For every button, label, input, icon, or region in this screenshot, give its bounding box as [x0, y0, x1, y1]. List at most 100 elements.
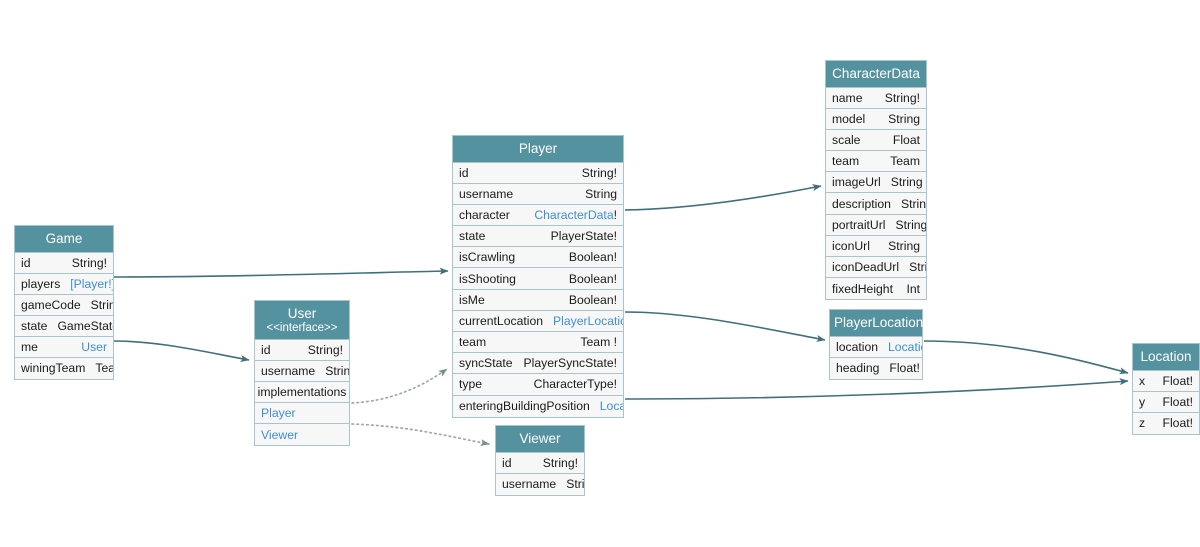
field-row[interactable]: iconUrl String [826, 235, 926, 258]
field-row[interactable]: scale Float [826, 129, 926, 152]
field-type[interactable]: Location! [888, 339, 922, 354]
field-row[interactable]: me User [15, 336, 113, 358]
field-name: isShooting [459, 271, 516, 286]
entity-characterdata-title: CharacterData [826, 61, 926, 88]
field-row[interactable]: id String! [255, 340, 349, 362]
field-type: Int [906, 281, 920, 296]
field-type: String! [90, 297, 113, 312]
field-row[interactable]: character CharacterData! [453, 204, 623, 227]
field-row[interactable]: syncState PlayerSyncState! [453, 353, 623, 375]
entity-user[interactable]: User <<interface>> id String! username S… [254, 300, 350, 447]
field-row[interactable]: id String! [15, 252, 113, 274]
field-row[interactable]: isMe Boolean! [453, 289, 623, 311]
field-row[interactable]: isShooting Boolean! [453, 268, 623, 290]
field-name: imageUrl [832, 175, 881, 190]
field-name: syncState [459, 356, 513, 371]
field-name: gameCode [21, 297, 81, 312]
field-type: String [325, 364, 349, 379]
field-name: id [261, 343, 271, 358]
field-name: isCrawling [459, 250, 516, 265]
field-row[interactable]: location Location! [830, 336, 922, 358]
field-name: state [459, 229, 486, 244]
field-name: model [832, 111, 866, 126]
field-row[interactable]: username String [453, 183, 623, 205]
field-name: character [459, 207, 510, 222]
entity-player[interactable]: Player id String! username String charac… [452, 135, 624, 418]
field-type: String [888, 238, 920, 253]
field-type[interactable]: Location [599, 399, 623, 414]
field-type[interactable]: CharacterData [534, 207, 614, 222]
field-name: players [21, 276, 61, 291]
field-row[interactable]: heading Float! [830, 357, 922, 379]
field-row[interactable]: players [Player!] [15, 273, 113, 295]
field-name: currentLocation [459, 313, 544, 328]
field-name: portraitUrl [832, 217, 886, 232]
field-type: String [566, 477, 584, 492]
field-type: PlayerState! [550, 229, 617, 244]
field-name: id [21, 255, 31, 270]
field-row[interactable]: name String! [826, 87, 926, 109]
field-row[interactable]: z Float! [1133, 412, 1199, 434]
field-type: Float [892, 132, 920, 147]
field-row[interactable]: team Team [826, 151, 926, 173]
entity-location[interactable]: Location x Float! y Float! z Float! [1132, 343, 1200, 435]
field-row[interactable]: y Float! [1133, 391, 1199, 413]
field-type[interactable]: PlayerLocation! [553, 313, 623, 328]
field-type[interactable]: User [81, 339, 107, 354]
field-row[interactable]: description String [826, 193, 926, 215]
field-name: state [21, 318, 48, 333]
implementation-name[interactable]: Viewer [261, 427, 299, 442]
field-name: scale [832, 132, 861, 147]
field-row[interactable]: gameCode String! [15, 294, 113, 316]
field-row[interactable]: imageUrl String [826, 172, 926, 194]
entity-user-title: User <<interface>> [255, 301, 349, 341]
entity-game[interactable]: Game id String! players [Player!] gameCo… [14, 225, 114, 380]
field-row[interactable]: id String! [496, 452, 584, 474]
field-row[interactable]: type CharacterType! [453, 374, 623, 396]
field-name: isMe [459, 292, 485, 307]
field-row[interactable]: portraitUrl String [826, 214, 927, 236]
entity-user-name: User [287, 306, 317, 321]
field-row[interactable]: id String! [453, 162, 623, 184]
field-row[interactable]: enteringBuildingPosition Location [453, 395, 623, 417]
field-row[interactable]: fixedHeight Int [826, 278, 926, 300]
implementation-row-viewer[interactable]: Viewer [255, 424, 349, 446]
field-row[interactable]: state GameState! [15, 315, 113, 337]
field-row[interactable]: model String [826, 108, 926, 130]
field-name: username [502, 477, 557, 492]
field-type[interactable]: [Player!] [70, 276, 113, 291]
field-type: Float! [1162, 416, 1193, 431]
field-type: String [895, 217, 927, 232]
field-row[interactable]: iconDeadUrl String [826, 257, 926, 279]
field-type: Team ! [580, 335, 617, 350]
entity-viewer[interactable]: Viewer id String! username String [495, 425, 585, 496]
implementation-row-player[interactable]: Player [255, 403, 349, 425]
field-name: z [1139, 416, 1146, 431]
field-name: team [459, 335, 487, 350]
field-name: username [261, 364, 316, 379]
field-row[interactable]: username String [255, 361, 349, 383]
field-row[interactable]: isCrawling Boolean! [453, 247, 623, 269]
field-type: String! [542, 455, 578, 470]
entity-location-title: Location [1133, 344, 1199, 371]
implementation-name[interactable]: Player [261, 406, 296, 421]
field-name: username [459, 186, 514, 201]
entity-characterdata[interactable]: CharacterData name String! model String … [825, 60, 927, 301]
field-type: Boolean! [568, 292, 617, 307]
field-type-group[interactable]: CharacterData! [534, 208, 617, 222]
field-row[interactable]: state PlayerState! [453, 226, 623, 248]
field-row[interactable]: winingTeam Team [15, 357, 113, 379]
field-row[interactable]: username String [496, 473, 584, 495]
field-name: x [1139, 373, 1146, 388]
field-row[interactable]: x Float! [1133, 370, 1199, 392]
field-type-suffix: ! [613, 207, 617, 222]
entity-playerlocation[interactable]: PlayerLocation location Location! headin… [829, 309, 923, 380]
entity-viewer-title: Viewer [496, 426, 584, 453]
field-type: GameState! [57, 318, 113, 333]
field-row[interactable]: currentLocation PlayerLocation! [453, 310, 623, 333]
entity-user-stereotype: <<interface>> [266, 321, 338, 334]
field-row[interactable]: team Team ! [453, 332, 623, 354]
field-name: iconUrl [832, 238, 870, 253]
field-type: Boolean! [568, 250, 617, 265]
